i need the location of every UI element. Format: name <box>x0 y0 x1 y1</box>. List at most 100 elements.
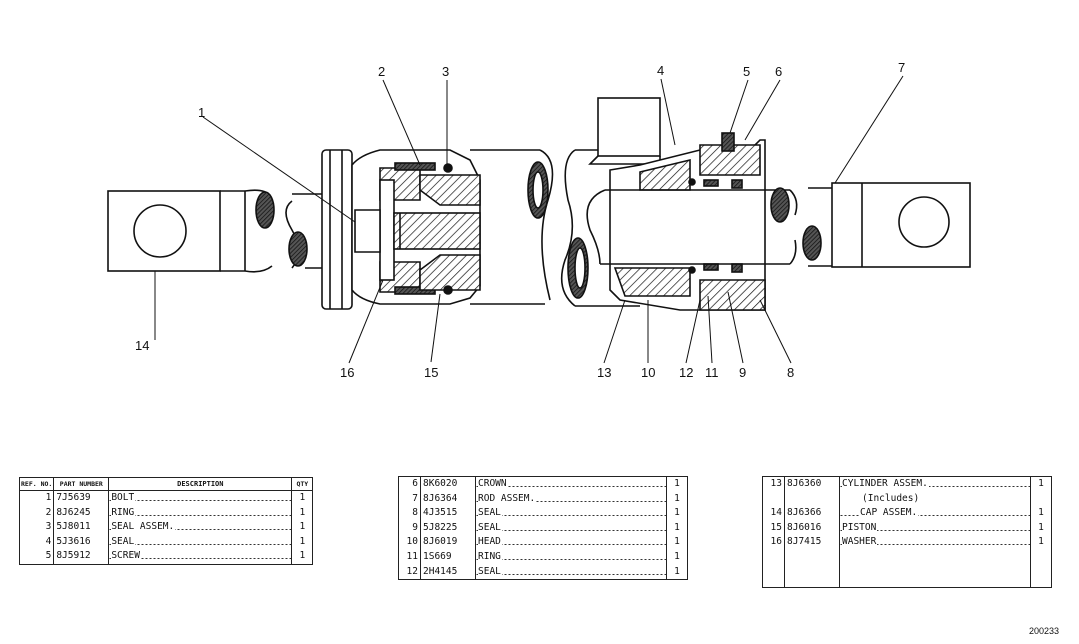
callout-5: 5 <box>743 64 750 79</box>
part-cell: 8J6366 <box>784 506 840 521</box>
qty-cell: 1 <box>291 520 314 535</box>
desc-text: PISTON <box>842 521 878 533</box>
ref-cell: 5 <box>18 549 55 565</box>
cylinder-head <box>609 132 766 311</box>
desc-text: RING <box>111 506 136 518</box>
ref-cell: 10 <box>398 535 421 550</box>
desc-cell: BOLT <box>108 490 293 506</box>
callout-4: 4 <box>657 63 664 78</box>
part-cell: 8J5912 <box>53 549 110 565</box>
ref-cell: 15 <box>762 520 785 536</box>
ref-cell: 14 <box>762 506 785 521</box>
left-rod-break <box>244 189 325 273</box>
piston-rod <box>586 187 835 267</box>
desc-text: WASHER <box>842 536 878 548</box>
ref-cell: 16 <box>762 535 785 550</box>
desc-cell: RING <box>108 505 293 521</box>
ref-cell: 7 <box>398 491 421 507</box>
qty-cell: 1 <box>666 535 688 550</box>
desc-cell: HEAD <box>475 535 667 550</box>
desc-text: SEAL ASSEM. <box>111 521 176 533</box>
qty-cell: 1 <box>1030 506 1052 521</box>
desc-cell: CAP ASSEM. <box>839 506 1031 521</box>
qty-cell: 1 <box>291 534 314 550</box>
cylinder-barrel <box>470 149 554 305</box>
ref-cell: 8 <box>398 506 421 521</box>
callout-6: 6 <box>775 64 782 79</box>
qty-cell: 1 <box>1030 476 1052 492</box>
callout-3: 3 <box>442 64 449 79</box>
callout-2: 2 <box>378 64 385 79</box>
cylinder-exploded-diagram: 1 2 3 4 5 6 7 8 9 10 11 12 13 14 15 16 <box>107 60 971 380</box>
ref-cell: 13 <box>762 476 785 492</box>
desc-text: RING <box>478 550 502 562</box>
ref-cell: 12 <box>398 564 421 580</box>
left-clevis-eye <box>107 190 246 272</box>
desc-cell: SEAL ASSEM. <box>108 520 293 535</box>
rod-end-barrel <box>560 97 661 307</box>
desc-text: (Includes) <box>862 492 921 504</box>
leader-lines <box>154 75 904 364</box>
cylinder-cap <box>321 149 481 310</box>
ref-cell: 6 <box>398 476 421 492</box>
desc-cell: CROWN <box>475 476 667 492</box>
desc-text: ROD ASSEM. <box>478 492 537 504</box>
ref-no-header: REF. NO. <box>18 477 55 491</box>
right-clevis-eye <box>831 182 971 268</box>
ref-cell <box>762 491 785 507</box>
table-row: (Includes) <box>762 491 1052 507</box>
callout-15: 15 <box>424 365 438 380</box>
qty-cell: 1 <box>666 520 688 536</box>
table-row <box>762 549 1052 588</box>
desc-cell: CYLINDER ASSEM. <box>839 476 1031 492</box>
qty-header: QTY <box>291 477 314 491</box>
callout-8: 8 <box>787 365 794 380</box>
qty-cell: 1 <box>666 549 688 565</box>
ref-cell: 3 <box>18 520 55 535</box>
callout-1: 1 <box>198 105 205 120</box>
part-cell: 2H4145 <box>420 564 476 580</box>
part-cell: 8K6020 <box>420 476 476 492</box>
part-cell: 8J7415 <box>784 535 840 550</box>
desc-text: HEAD <box>478 536 502 548</box>
part-cell: 8J6019 <box>420 535 476 550</box>
desc-text: SCREW <box>111 550 141 562</box>
desc-cell: SCREW <box>108 549 293 565</box>
description-header: DESCRIPTION <box>108 477 293 491</box>
desc-text: CAP ASSEM. <box>860 507 919 519</box>
desc-cell: SEAL <box>475 520 667 536</box>
desc-cell: PISTON <box>839 520 1031 536</box>
desc-cell: RING <box>475 549 667 565</box>
callout-10: 10 <box>641 365 655 380</box>
desc-cell: SEAL <box>475 564 667 580</box>
callout-12: 12 <box>679 365 693 380</box>
qty-cell: 1 <box>666 564 688 580</box>
table-header-row: REF. NO. PART NUMBER DESCRIPTION QTY <box>18 477 314 491</box>
desc-cell: WASHER <box>839 535 1031 550</box>
qty-cell: 1 <box>666 506 688 521</box>
part-cell: 4J3515 <box>420 506 476 521</box>
callout-11: 11 <box>705 365 719 380</box>
qty-cell: 1 <box>291 490 314 506</box>
part-cell: 1S669 <box>420 549 476 565</box>
desc-cell: (Includes) <box>839 491 1031 507</box>
qty-cell: 1 <box>291 505 314 521</box>
ref-cell: 9 <box>398 520 421 536</box>
part-number-header: PART NUMBER <box>53 477 110 491</box>
desc-cell: SEAL <box>108 534 293 550</box>
